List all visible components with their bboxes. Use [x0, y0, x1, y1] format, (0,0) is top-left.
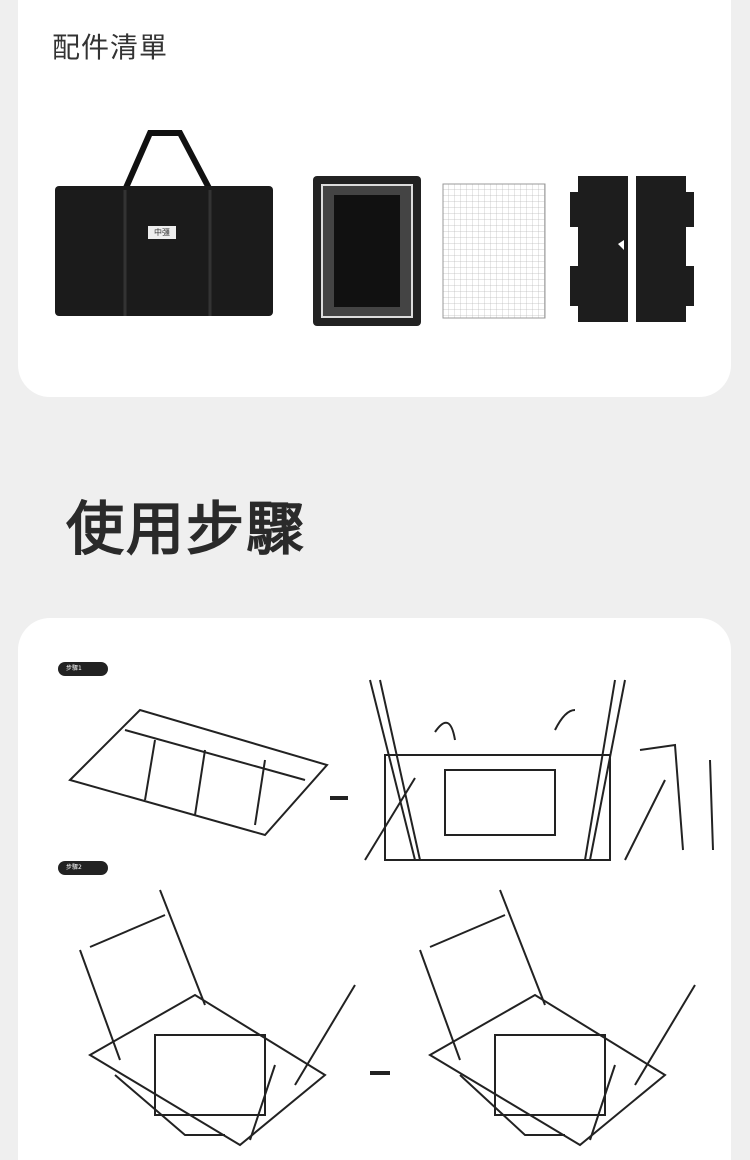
grill-mesh-image	[442, 183, 546, 319]
bag-tag: 中彊	[148, 226, 176, 239]
carry-bag-image	[55, 130, 273, 316]
step-2-diagram	[79, 889, 696, 1147]
accessories-title: 配件清單	[52, 31, 169, 64]
usage-card	[18, 618, 731, 1160]
step-1-diagram	[68, 679, 714, 861]
step-2-badge: 步驟2	[58, 861, 108, 875]
grill-box-image	[313, 176, 421, 326]
usage-title: 使用步驟	[66, 495, 307, 563]
table-panels-image	[570, 176, 694, 322]
step-1-badge: 步驟1	[58, 662, 108, 676]
